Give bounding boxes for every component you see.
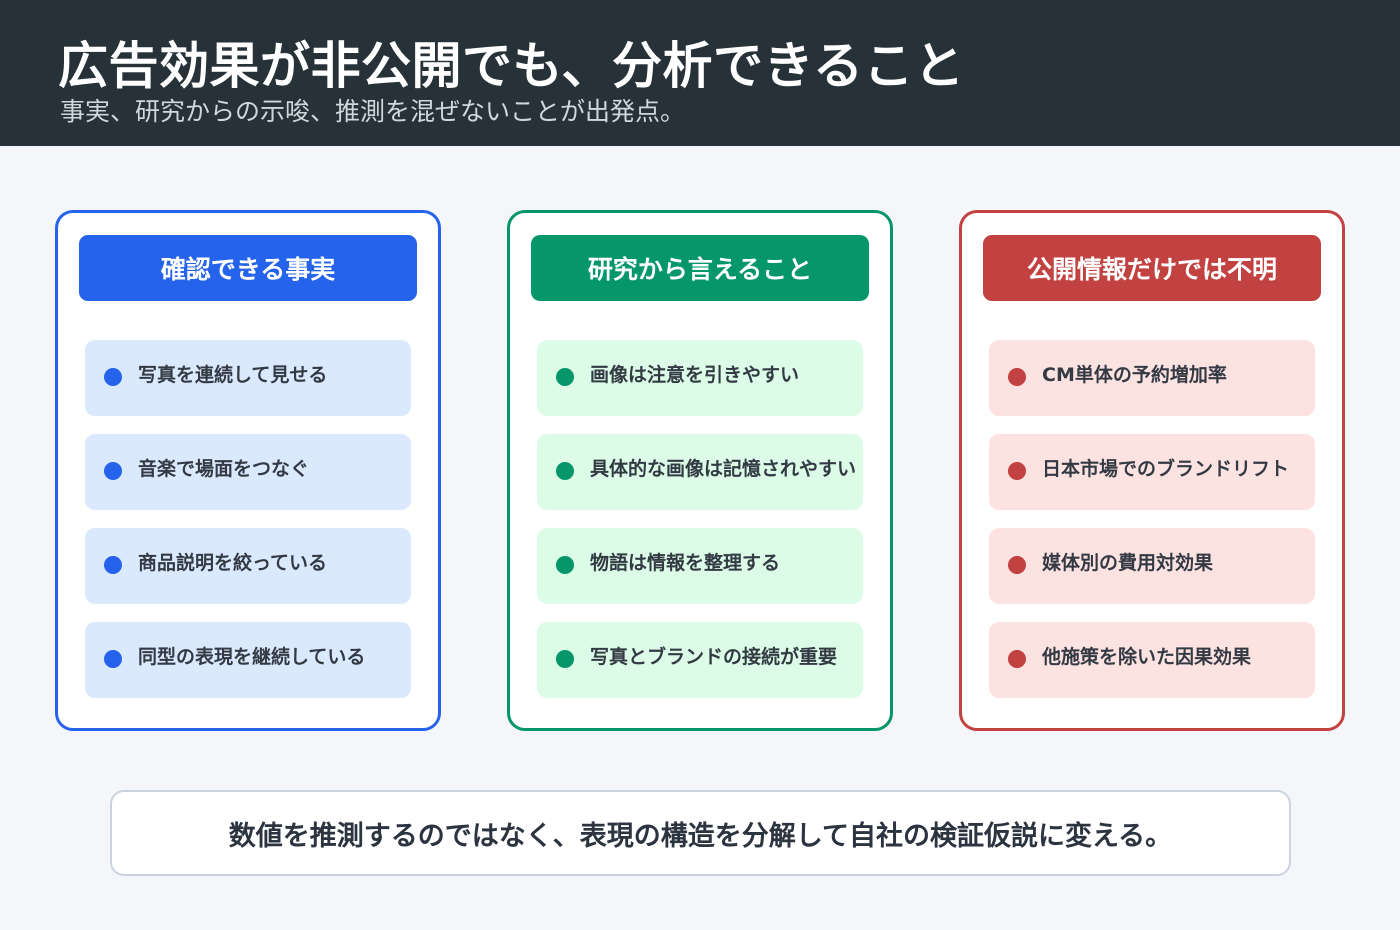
list-item: 同型の表現を継続している (85, 622, 411, 698)
list-item-label: 他施策を除いた因果効果 (1042, 646, 1252, 668)
list-item: 媒体別の費用対効果 (989, 528, 1315, 604)
bullet-dot-icon (556, 368, 574, 386)
unknown-column: 公開情報だけでは不明 CM単体の予約増加率 日本市場でのブランドリフト 媒体別の… (959, 210, 1345, 731)
list-item: 音楽で場面をつなぐ (85, 434, 411, 510)
bullet-dot-icon (104, 650, 122, 668)
list-item-label: 商品説明を絞っている (138, 552, 328, 574)
bullet-dot-icon (104, 368, 122, 386)
page-subtitle: 事実、研究からの示唆、推測を混ぜないことが出発点。 (60, 97, 686, 126)
list-item-label: 物語は情報を整理する (590, 552, 781, 574)
bullet-dot-icon (556, 650, 574, 668)
list-item-label: 写真を連続して見せる (138, 364, 328, 386)
list-item-label: 同型の表現を継続している (138, 646, 366, 668)
list-item: 物語は情報を整理する (537, 528, 863, 604)
bullet-dot-icon (1008, 462, 1026, 480)
facts-column-header: 確認できる事実 (79, 235, 417, 301)
list-item: 写真を連続して見せる (85, 340, 411, 416)
list-item-label: CM単体の予約増加率 (1042, 364, 1227, 386)
bullet-dot-icon (104, 556, 122, 574)
list-item-label: 画像は注意を引きやすい (590, 364, 800, 386)
list-item-label: 媒体別の費用対効果 (1042, 552, 1214, 574)
unknown-column-header: 公開情報だけでは不明 (983, 235, 1321, 301)
list-item: 写真とブランドの接続が重要 (537, 622, 863, 698)
list-item: 他施策を除いた因果効果 (989, 622, 1315, 698)
list-item: 商品説明を絞っている (85, 528, 411, 604)
list-item: 日本市場でのブランドリフト (989, 434, 1315, 510)
list-item: 画像は注意を引きやすい (537, 340, 863, 416)
list-item-label: 写真とブランドの接続が重要 (590, 646, 838, 668)
bullet-dot-icon (556, 462, 574, 480)
list-item: CM単体の予約増加率 (989, 340, 1315, 416)
research-column: 研究から言えること 画像は注意を引きやすい 具体的な画像は記憶されやすい 物語は… (507, 210, 893, 731)
bullet-dot-icon (556, 556, 574, 574)
bullet-dot-icon (1008, 556, 1026, 574)
bullet-dot-icon (1008, 368, 1026, 386)
bullet-dot-icon (104, 462, 122, 480)
research-column-header: 研究から言えること (531, 235, 869, 301)
conclusion-text: 数値を推測するのではなく、表現の構造を分解して自社の検証仮説に変える。 (228, 820, 1173, 852)
header-bar: 広告効果が非公開でも、分析できること 事実、研究からの示唆、推測を混ぜないことが… (0, 0, 1400, 146)
conclusion-box: 数値を推測するのではなく、表現の構造を分解して自社の検証仮説に変える。 (110, 790, 1291, 876)
list-item-label: 具体的な画像は記憶されやすい (590, 458, 857, 480)
page-title: 広告効果が非公開でも、分析できること (58, 37, 965, 95)
list-item: 具体的な画像は記憶されやすい (537, 434, 863, 510)
list-item-label: 音楽で場面をつなぐ (138, 458, 310, 480)
bullet-dot-icon (1008, 650, 1026, 668)
list-item-label: 日本市場でのブランドリフト (1042, 458, 1290, 480)
facts-column: 確認できる事実 写真を連続して見せる 音楽で場面をつなぐ 商品説明を絞っている … (55, 210, 441, 731)
